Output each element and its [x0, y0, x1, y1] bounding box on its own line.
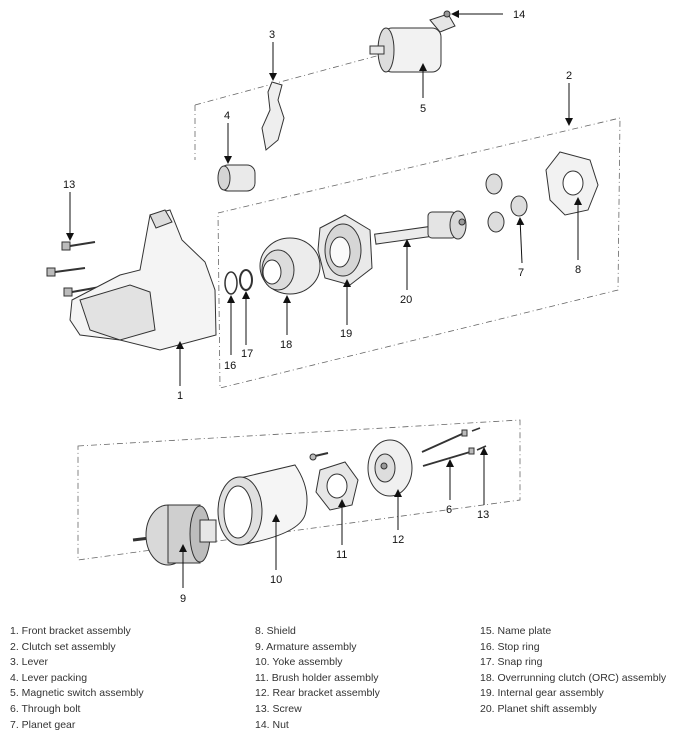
switch-guide-line: [194, 54, 381, 160]
internal-gear-assembly: [317, 214, 373, 286]
callout-13-upper: 13: [63, 179, 75, 191]
legend-item: 1. Front bracket assembly: [10, 625, 131, 637]
legend-column-2: 8. Shield 9. Armature assembly 10. Yoke …: [255, 624, 380, 733]
legend-item: 14. Nut: [255, 718, 289, 731]
callout-16: 16: [224, 360, 236, 372]
legend-item: 8. Shield: [255, 625, 296, 637]
upper-assembly-outline: [217, 117, 621, 389]
planet-shift-assembly: [374, 210, 467, 245]
legend-item: 12. Rear bracket assembly: [255, 687, 380, 700]
callout-19: 19: [340, 328, 352, 340]
screws-lower: [471, 427, 487, 451]
callout-9: 9: [180, 593, 186, 605]
callout-5: 5: [420, 103, 426, 115]
stop-ring: [224, 271, 238, 295]
callout-11: 11: [336, 549, 347, 561]
legend-item: 18. Overrunning clutch (ORC) assembly: [480, 671, 667, 684]
legend-item: 4. Lever packing: [10, 671, 88, 684]
parts-legend: 1. Front bracket assembly 2. Clutch set …: [0, 624, 687, 741]
legend-item: 2. Clutch set assembly: [10, 640, 116, 653]
legend-item: 19. Internal gear assembly: [480, 687, 604, 700]
legend-item: 5. Magnetic switch assembly: [10, 687, 144, 700]
legend-item: 10. Yoke assembly: [255, 656, 343, 669]
yoke-assembly: [217, 464, 308, 546]
callout-6: 6: [446, 504, 452, 516]
callout-3: 3: [269, 29, 275, 41]
shield: [545, 151, 599, 216]
through-bolts: [421, 429, 475, 467]
overrunning-clutch-assembly: [259, 237, 321, 295]
snap-ring: [239, 269, 253, 291]
callout-8: 8: [575, 264, 581, 276]
legend-item: 13. Screw: [255, 702, 302, 715]
legend-item: 3. Lever: [10, 656, 48, 669]
legend-item: 16. Stop ring: [480, 640, 540, 653]
screws-upper: [46, 241, 101, 297]
legend-item: 9. Armature assembly: [255, 640, 357, 653]
rear-bracket-assembly: [367, 439, 413, 497]
brush-holder-assembly: [309, 452, 359, 511]
legend-item: 11. Brush holder assembly: [255, 671, 379, 684]
callout-12: 12: [392, 534, 404, 546]
callout-4: 4: [224, 110, 230, 122]
legend-item: 6. Through bolt: [10, 702, 81, 715]
callout-20: 20: [400, 294, 412, 306]
lower-assembly-outline: [77, 419, 521, 561]
callout-14: 14: [513, 9, 525, 21]
lever-packing: [217, 164, 256, 192]
callout-10: 10: [270, 574, 282, 586]
legend-item: 17. Snap ring: [480, 656, 543, 669]
legend-item: 7. Planet gear: [10, 718, 76, 731]
callout-1: 1: [177, 390, 183, 402]
legend-column-1: 1. Front bracket assembly 2. Clutch set …: [10, 624, 144, 733]
lever: [261, 81, 285, 151]
planet-gears: [485, 173, 528, 233]
front-bracket-assembly: [69, 209, 217, 351]
callout-17: 17: [241, 348, 253, 360]
magnetic-switch-assembly: [369, 10, 456, 73]
callout-2: 2: [566, 70, 572, 82]
armature-assembly: [132, 504, 217, 566]
callout-7: 7: [518, 267, 524, 279]
legend-item: 15. Name plate: [480, 625, 552, 637]
callout-13-lower: 13: [477, 509, 489, 521]
legend-item: 20. Planet shift assembly: [480, 702, 597, 715]
callout-leaders: [66, 10, 582, 588]
callout-18: 18: [280, 339, 292, 351]
exploded-starter-diagram: 14 5 3 4 2 13 1 16 17 18 19 20 7 8 9 10 …: [46, 9, 621, 605]
legend-column-3: 15. Name plate 16. Stop ring 17. Snap ri…: [480, 624, 666, 718]
